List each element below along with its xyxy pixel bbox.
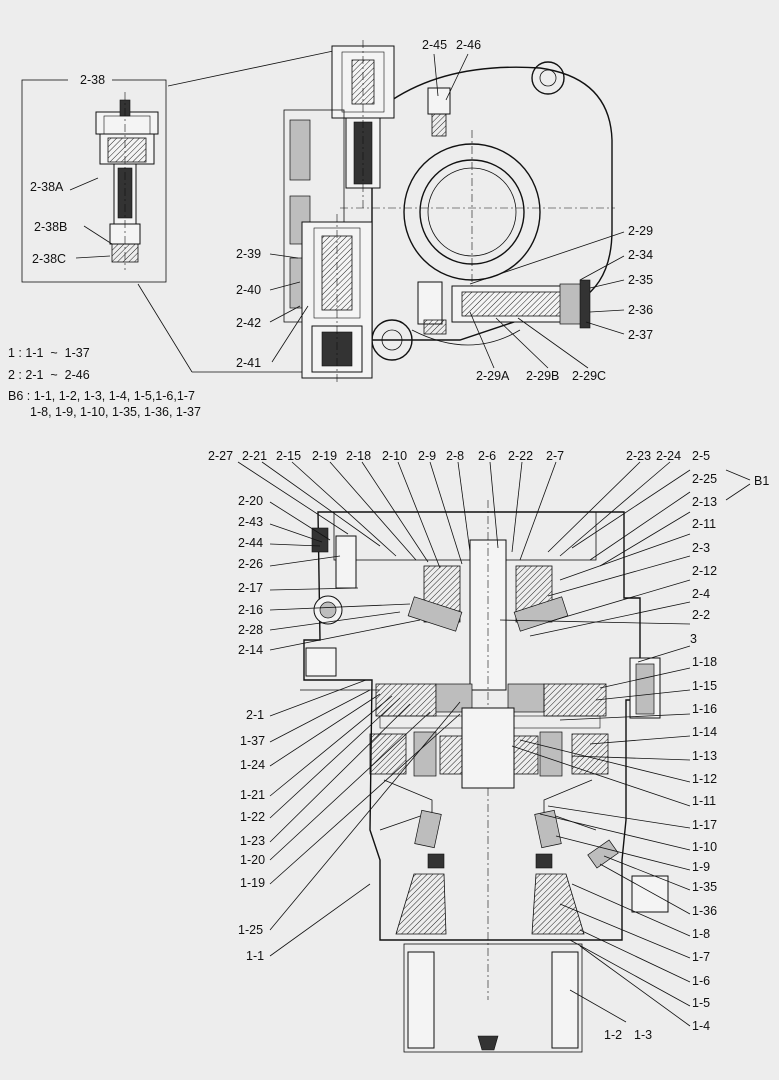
upper-view-drawing — [283, 40, 615, 384]
callout-2-26: 2-26 — [238, 557, 263, 571]
callout-2-12: 2-12 — [692, 564, 717, 578]
callout-1-12: 1-12 — [692, 772, 717, 786]
callout-1-6: 1-6 — [692, 974, 710, 988]
callout-1-9: 1-9 — [692, 860, 710, 874]
lower-leaders-left — [269, 501, 461, 957]
callout-1-3: 1-3 — [634, 1028, 652, 1042]
callout-2-38c: 2-38C — [32, 252, 66, 266]
callout-2-2: 2-2 — [692, 608, 710, 622]
callout-2-6: 2-6 — [478, 449, 496, 463]
callout-2-13: 2-13 — [692, 495, 717, 509]
callout-1-8: 1-8 — [692, 927, 710, 941]
lower-view-drawing — [300, 500, 669, 1053]
callout-2-25: 2-25 — [692, 472, 717, 486]
callout-1-35: 1-35 — [692, 880, 717, 894]
callout-1-20: 1-20 — [240, 853, 265, 867]
callout-1-13: 1-13 — [692, 749, 717, 763]
callout-2-46: 2-46 — [456, 38, 481, 52]
callout-1-17: 1-17 — [692, 818, 717, 832]
group-label-b1: B1 — [754, 474, 769, 488]
callout-2-36: 2-36 — [628, 303, 653, 317]
callout-2-14: 2-14 — [238, 643, 263, 657]
callout-2-42: 2-42 — [236, 316, 261, 330]
legend: 1 : 1-1 ~ 1-37 2 : 2-1 ~ 2-46 B6 : 1-1, 1-… — [8, 346, 201, 419]
callout-2-43: 2-43 — [238, 515, 263, 529]
legend-line: 1-8, 1-9, 1-10, 1-35, 1-36, 1-37 — [30, 405, 201, 419]
callout-2-38a: 2-38A — [30, 180, 64, 194]
callout-1-14: 1-14 — [692, 725, 717, 739]
callout-1-22: 1-22 — [240, 810, 265, 824]
callout-1-21: 1-21 — [240, 788, 265, 802]
lower-leaders-top — [237, 461, 671, 569]
callout-2-22: 2-22 — [508, 449, 533, 463]
callout-1-23: 1-23 — [240, 834, 265, 848]
callout-1-4: 1-4 — [692, 1019, 710, 1033]
callout-1-36: 1-36 — [692, 904, 717, 918]
detail-leader-bottom — [137, 283, 193, 373]
callout-2-5: 2-5 — [692, 449, 710, 463]
callout-2-9: 2-9 — [418, 449, 436, 463]
callout-2-18: 2-18 — [346, 449, 371, 463]
detail-valve-drawing — [95, 92, 159, 270]
legend-line: 1 : 1-1 ~ 1-37 — [8, 346, 90, 360]
callout-1-16: 1-16 — [692, 702, 717, 716]
callout-2-38b: 2-38B — [34, 220, 67, 234]
callout-2-8: 2-8 — [446, 449, 464, 463]
callout-labels: 2-38A 2-38B 2-38C 2-39 2-40 2-42 2-41 2-45 2-46 2… — [30, 38, 769, 1042]
callout-2-21: 2-21 — [242, 449, 267, 463]
callout-2-45: 2-45 — [422, 38, 447, 52]
callout-1-11: 1-11 — [692, 794, 716, 808]
callout-1-19: 1-19 — [240, 876, 265, 890]
lower-leaders-right — [499, 469, 751, 1027]
callout-1-2: 1-2 — [604, 1028, 622, 1042]
callout-2-19: 2-19 — [312, 449, 337, 463]
callout-2-15: 2-15 — [276, 449, 301, 463]
callout-2-11: 2-11 — [692, 517, 716, 531]
callout-2-41: 2-41 — [236, 356, 261, 370]
callout-2-39: 2-39 — [236, 247, 261, 261]
callout-2-28: 2-28 — [238, 623, 263, 637]
callout-2-29b: 2-29B — [526, 369, 559, 383]
callout-2-24: 2-24 — [656, 449, 681, 463]
legend-line: 2 : 2-1 ~ 2-46 — [8, 368, 90, 382]
callout-2-35: 2-35 — [628, 273, 653, 287]
callout-1-7: 1-7 — [692, 950, 710, 964]
callout-2-44: 2-44 — [238, 536, 263, 550]
callout-2-1: 2-1 — [246, 708, 264, 722]
callout-2-34: 2-34 — [628, 248, 653, 262]
callout-1-10: 1-10 — [692, 840, 717, 854]
callout-1-5: 1-5 — [692, 996, 710, 1010]
callout-3: 3 — [690, 632, 697, 646]
callout-2-4: 2-4 — [692, 587, 710, 601]
callout-2-3: 2-3 — [692, 541, 710, 555]
callout-2-10: 2-10 — [382, 449, 407, 463]
callout-2-7: 2-7 — [546, 449, 564, 463]
detail-leader-top — [167, 49, 339, 87]
callout-2-27: 2-27 — [208, 449, 233, 463]
legend-line: B6 : 1-1, 1-2, 1-3, 1-4, 1-5,1-6,1-7 — [8, 389, 195, 403]
callout-2-37: 2-37 — [628, 328, 653, 342]
detail-title-text: 2-38 — [80, 73, 105, 87]
detail-box-2-38: 2-38 — [21, 73, 167, 283]
callout-2-16: 2-16 — [238, 603, 263, 617]
callout-1-1: 1-1 — [246, 949, 264, 963]
callout-2-29c: 2-29C — [572, 369, 606, 383]
callout-1-25: 1-25 — [238, 923, 263, 937]
callout-2-29: 2-29 — [628, 224, 653, 238]
callout-2-20: 2-20 — [238, 494, 263, 508]
callout-1-15: 1-15 — [692, 679, 717, 693]
upper-leaders — [269, 53, 625, 369]
callout-2-29a: 2-29A — [476, 369, 510, 383]
callout-2-40: 2-40 — [236, 283, 261, 297]
callout-2-17: 2-17 — [238, 581, 263, 595]
callout-1-18: 1-18 — [692, 655, 717, 669]
callout-1-24: 1-24 — [240, 758, 265, 772]
callout-2-23: 2-23 — [626, 449, 651, 463]
callout-1-37: 1-37 — [240, 734, 265, 748]
